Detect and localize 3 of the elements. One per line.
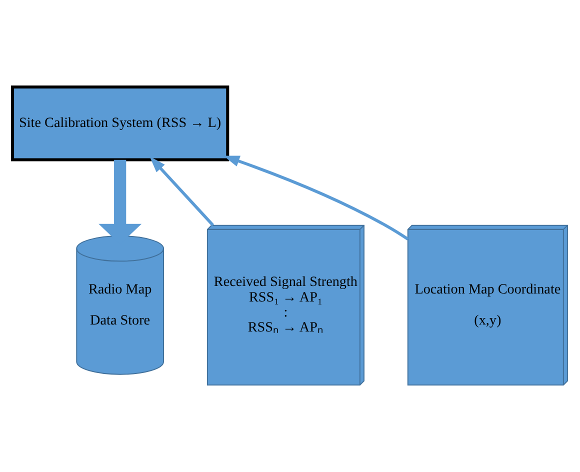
- arrow: [150, 156, 214, 226]
- node-box: Site Calibration System (RSS → L): [11, 86, 230, 162]
- arrow: [223, 156, 409, 240]
